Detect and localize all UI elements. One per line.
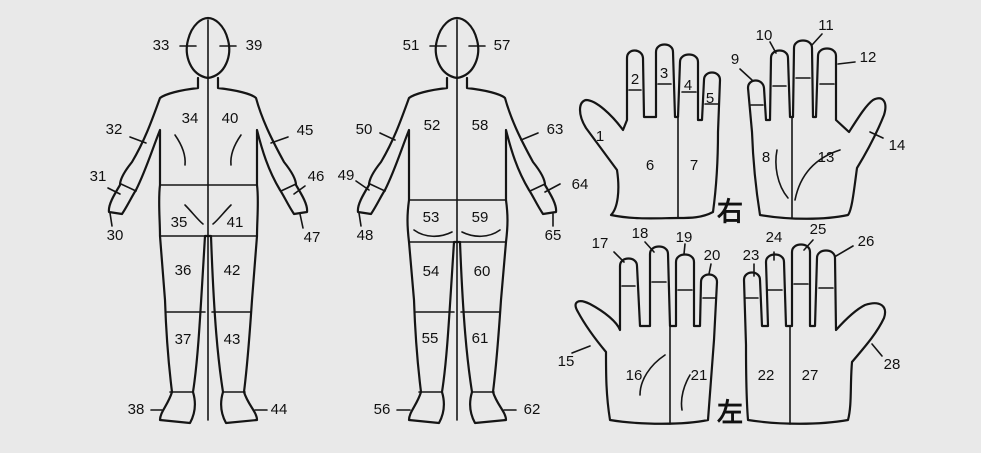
region-label-25: 25	[810, 221, 827, 238]
region-label-20: 20	[704, 247, 721, 264]
region-label-26: 26	[858, 233, 875, 250]
region-label-11: 11	[818, 17, 834, 34]
region-label-23: 23	[743, 247, 760, 264]
region-label-24: 24	[766, 229, 783, 246]
region-label-62: 62	[524, 401, 541, 418]
region-label-63: 63	[547, 121, 564, 138]
region-label-65: 65	[545, 227, 562, 244]
region-label-1: 1	[596, 128, 604, 145]
region-label-27: 27	[802, 367, 819, 384]
region-label-46: 46	[308, 168, 325, 185]
region-label-38: 38	[128, 401, 145, 418]
region-label-6: 6	[646, 157, 654, 174]
region-label-14: 14	[889, 137, 906, 154]
region-label-34: 34	[182, 110, 199, 127]
region-label-37: 37	[175, 331, 192, 348]
region-label-45: 45	[297, 122, 314, 139]
region-label-2: 2	[631, 71, 639, 88]
region-label-42: 42	[224, 262, 241, 279]
region-label-18: 18	[632, 225, 649, 242]
region-label-55: 55	[422, 330, 439, 347]
region-label-32: 32	[106, 121, 123, 138]
region-label-43: 43	[224, 331, 241, 348]
region-label-13: 13	[818, 149, 835, 166]
region-label-17: 17	[592, 235, 609, 252]
region-label-44: 44	[271, 401, 288, 418]
region-label-22: 22	[758, 367, 775, 384]
region-label-49: 49	[338, 167, 355, 184]
region-label-31: 31	[90, 168, 107, 185]
region-label-59: 59	[472, 209, 489, 226]
region-label-12: 12	[860, 49, 877, 66]
region-label-3: 3	[660, 65, 668, 82]
region-label-52: 52	[424, 117, 441, 134]
right-hand-caption: 右	[717, 198, 743, 228]
region-label-54: 54	[423, 263, 440, 280]
region-label-61: 61	[472, 330, 489, 347]
region-label-28: 28	[884, 356, 901, 373]
region-label-36: 36	[175, 262, 192, 279]
region-label-19: 19	[676, 229, 693, 246]
region-label-53: 53	[423, 209, 440, 226]
region-label-40: 40	[222, 110, 239, 127]
left-hand-caption: 左	[717, 399, 743, 429]
region-label-33: 33	[153, 37, 170, 54]
region-label-10: 10	[756, 27, 773, 44]
region-label-58: 58	[472, 117, 489, 134]
region-label-48: 48	[357, 227, 374, 244]
region-label-60: 60	[474, 263, 491, 280]
region-label-8: 8	[762, 149, 770, 166]
region-label-21: 21	[691, 367, 708, 384]
region-label-9: 9	[731, 51, 739, 68]
region-label-5: 5	[706, 90, 714, 107]
region-label-51: 51	[403, 37, 420, 54]
region-label-50: 50	[356, 121, 373, 138]
region-label-15: 15	[558, 353, 575, 370]
region-label-35: 35	[171, 214, 188, 231]
region-label-47: 47	[304, 229, 321, 246]
region-label-57: 57	[494, 37, 511, 54]
region-label-4: 4	[684, 77, 692, 94]
region-label-7: 7	[690, 157, 698, 174]
region-label-41: 41	[227, 214, 244, 231]
region-label-56: 56	[374, 401, 391, 418]
region-label-16: 16	[626, 367, 643, 384]
region-label-30: 30	[107, 227, 124, 244]
region-label-39: 39	[246, 37, 263, 54]
region-label-64: 64	[572, 176, 589, 193]
